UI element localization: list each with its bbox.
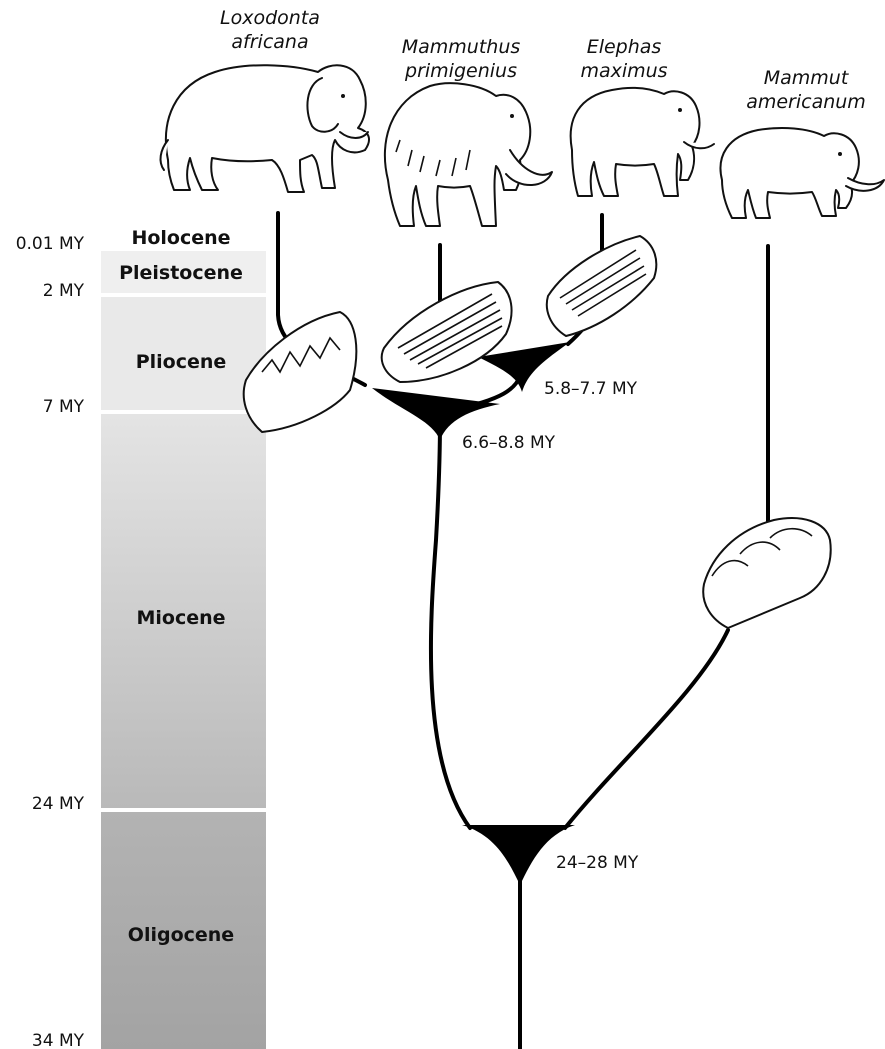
species-mammut-epithet: americanum	[746, 91, 866, 113]
species-mammuthus-genus: Mammuthus	[402, 36, 521, 58]
epoch-miocene: Miocene	[136, 607, 225, 629]
species-loxodonta-epithet: africana	[231, 31, 308, 53]
species-elephas-epithet: maximus	[580, 60, 667, 82]
species-elephas-genus: Elephas	[587, 36, 662, 58]
asian-elephant-icon	[571, 88, 714, 196]
age-label-miocene: 24 MY	[32, 794, 85, 814]
elephas-molar-icon	[547, 236, 657, 336]
age-label-pleistocene: 2 MY	[43, 281, 85, 301]
date-mammut-split: 24–28 MY	[556, 853, 639, 873]
date-loxodonta-split: 6.6–8.8 MY	[462, 433, 556, 453]
mammuthus-molar-icon	[382, 282, 512, 382]
epoch-oligocene: Oligocene	[128, 924, 234, 946]
branch-mammut	[565, 630, 728, 828]
branch-elephantidae	[431, 420, 470, 828]
epoch-pleistocene: Pleistocene	[119, 262, 243, 284]
epoch-holocene: Holocene	[131, 227, 230, 249]
species-loxodonta-genus: Loxodonta	[220, 7, 320, 29]
african-elephant-icon	[161, 65, 370, 192]
age-label-holocene: 0.01 MY	[16, 234, 85, 254]
time-column: Holocene Pleistocene Pliocene Miocene Ol…	[16, 222, 266, 1049]
american-mastodon-icon	[721, 128, 885, 218]
epoch-pliocene: Pliocene	[136, 351, 227, 373]
age-label-oligocene: 34 MY	[32, 1031, 85, 1049]
woolly-mammoth-icon	[385, 83, 552, 226]
species-mammuthus-epithet: primigenius	[404, 60, 517, 82]
species-mammut-genus: Mammut	[764, 67, 850, 89]
age-label-pliocene: 7 MY	[43, 397, 85, 417]
date-elephas-mammuthus: 5.8–7.7 MY	[544, 379, 638, 399]
divergence-dates: 5.8–7.7 MY 6.6–8.8 MY 24–28 MY	[462, 379, 639, 873]
mammut-molar-icon	[703, 518, 830, 628]
